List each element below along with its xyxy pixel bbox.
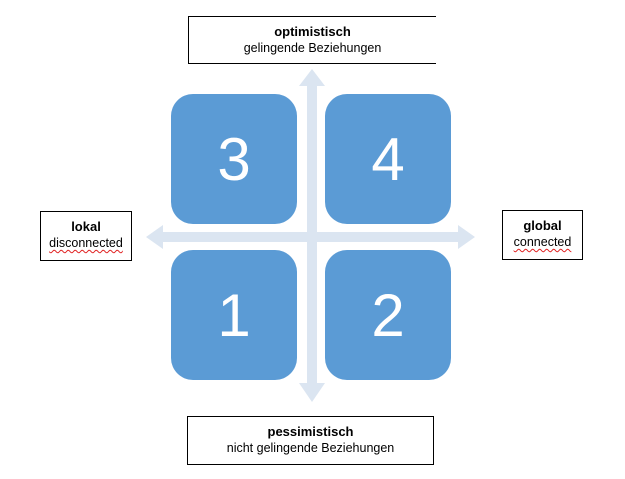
vertical-axis-arrow xyxy=(299,69,325,402)
quadrant-1: 1 xyxy=(171,250,297,380)
quadrant-4: 4 xyxy=(325,94,451,224)
left-label-box: lokal disconnected xyxy=(40,211,132,261)
bottom-label-title: pessimistisch xyxy=(267,424,354,439)
left-label-subtitle: disconnected xyxy=(49,236,123,250)
left-label-title: lokal xyxy=(71,219,101,234)
quadrant-3: 3 xyxy=(171,94,297,224)
right-label-box: global connected xyxy=(502,210,583,260)
quadrant-3-number: 3 xyxy=(217,125,251,193)
bottom-label-box: pessimistisch nicht gelingende Beziehung… xyxy=(187,416,434,465)
right-label-title: global xyxy=(523,218,562,233)
quadrant-4-number: 4 xyxy=(371,125,405,193)
quadrant-1-number: 1 xyxy=(217,281,251,349)
quadrant-2: 2 xyxy=(325,250,451,380)
right-label-subtitle: connected xyxy=(513,235,572,249)
top-label-subtitle: gelingende Beziehungen xyxy=(243,41,382,55)
quadrant-2-number: 2 xyxy=(371,281,405,349)
bottom-label-subtitle: nicht gelingende Beziehungen xyxy=(226,441,395,455)
top-label-title: optimistisch xyxy=(274,24,351,39)
top-label-box: optimistisch gelingende Beziehungen xyxy=(188,16,436,64)
